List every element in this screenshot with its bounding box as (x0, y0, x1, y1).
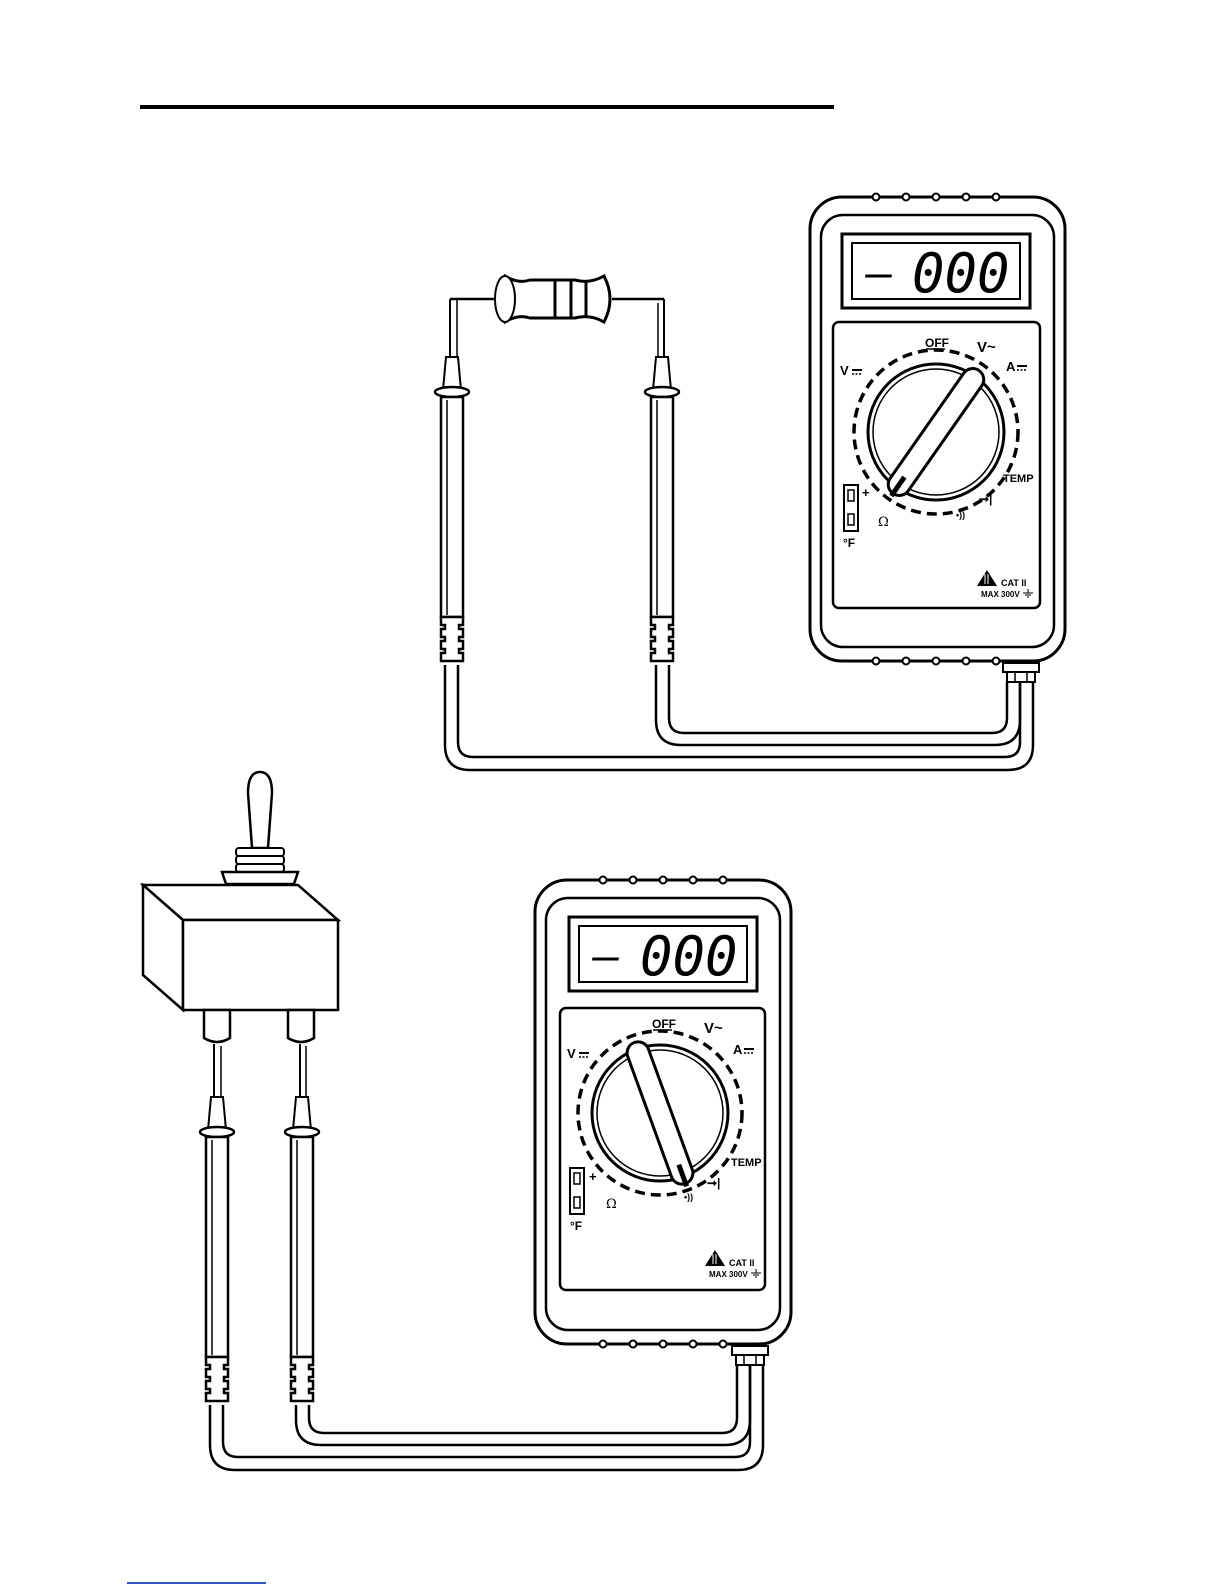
probe-right-icon (285, 1097, 319, 1401)
display-sign: – (864, 248, 893, 299)
probe-left-icon (200, 1097, 234, 1401)
label-plus: + (862, 485, 870, 500)
label-plus: + (589, 1169, 597, 1184)
label-fahrenheit: °F (570, 1219, 582, 1233)
toggle-switch-icon (143, 772, 338, 1042)
label-diode: ➞| (979, 492, 992, 506)
display-sign: – (591, 931, 620, 982)
display-digits: 000 (912, 242, 1010, 305)
label-off: OFF (925, 336, 949, 350)
probe-cables (445, 665, 1033, 770)
meter-jack-icon (732, 1346, 768, 1365)
thermocouple-socket-icon (844, 485, 858, 531)
label-vdc: V (567, 1046, 576, 1061)
label-vdc: V (840, 363, 849, 378)
label-ohm: Ω (878, 515, 889, 530)
label-vac: V~ (704, 1020, 723, 1037)
label-continuity: •)) (956, 510, 965, 520)
multimeter-top: – 000 OFF V~ V A TEMP ➞| •)) Ω (810, 194, 1065, 683)
thermocouple-socket-icon (570, 1168, 584, 1214)
label-ohm: Ω (606, 1197, 617, 1212)
label-temp: TEMP (1003, 473, 1034, 485)
label-max: MAX 300V (709, 1270, 748, 1279)
label-max: MAX 300V (981, 590, 1020, 599)
multimeter-bottom: – 000 OFF V~ V A TEMP ➞| •)) Ω (535, 877, 791, 1366)
label-adc: A (1006, 359, 1016, 374)
probe-left-icon (435, 357, 469, 661)
top-setup: – 000 OFF V~ V A TEMP ➞| •)) Ω (435, 194, 1065, 771)
label-fahrenheit: °F (843, 536, 855, 550)
label-off: OFF (652, 1017, 676, 1031)
bottom-setup: – 000 OFF V~ V A TEMP ➞| •)) Ω (143, 772, 791, 1470)
label-cat: CAT II (729, 1258, 754, 1268)
label-cat: CAT II (1001, 578, 1026, 588)
probe-right-icon (645, 357, 679, 661)
resistor-icon (450, 276, 664, 322)
label-continuity: •)) (684, 1192, 693, 1202)
label-temp: TEMP (731, 1157, 762, 1169)
label-adc: A (733, 1042, 743, 1057)
label-diode: ➞| (707, 1176, 720, 1190)
display-digits: 000 (640, 925, 738, 988)
label-vac: V~ (977, 339, 996, 356)
meter-jack-icon (1003, 663, 1039, 682)
